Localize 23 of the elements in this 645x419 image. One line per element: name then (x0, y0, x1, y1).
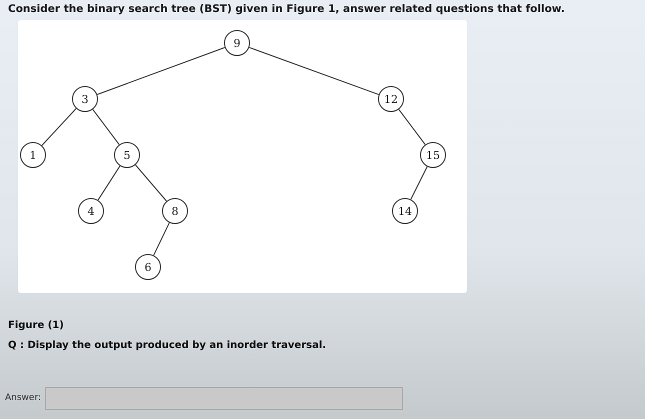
figure-caption: Figure (1) (8, 320, 64, 331)
tree-node: 8 (162, 198, 188, 224)
tree-node: 4 (78, 198, 104, 224)
tree-node: 5 (114, 142, 140, 168)
question-heading: Consider the binary search tree (BST) given in Figure 1, answer related questions that follow. (8, 3, 565, 15)
tree-edge (398, 108, 426, 146)
tree-edge (41, 108, 77, 146)
tree-node: 9 (224, 30, 250, 56)
tree-edge (410, 166, 428, 200)
tree-edge (134, 164, 168, 202)
tree-node: 15 (420, 142, 446, 168)
tree-node: 1 (20, 142, 46, 168)
tree-edge (92, 108, 120, 146)
tree-node: 14 (392, 198, 418, 224)
tree-node: 6 (135, 254, 161, 280)
tree-node: 3 (72, 86, 98, 112)
tree-edge (96, 47, 226, 95)
question-text: Q : Display the output produced by an inorder traversal. (8, 340, 326, 351)
tree-edge (98, 165, 120, 201)
tree-node: 12 (378, 86, 404, 112)
answer-label: Answer: (5, 393, 42, 403)
tree-edge (248, 46, 380, 96)
tree-edge (153, 222, 170, 256)
